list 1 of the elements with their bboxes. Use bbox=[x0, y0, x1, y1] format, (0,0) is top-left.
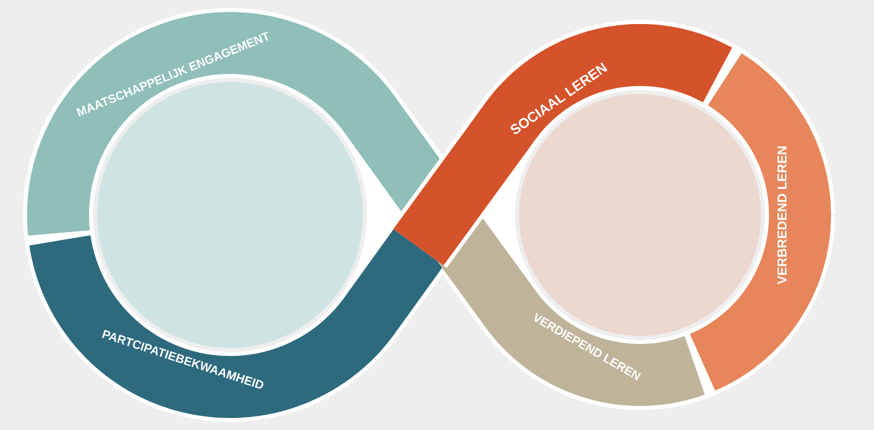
band-segment: VERBREDEND LEREN bbox=[690, 53, 831, 391]
